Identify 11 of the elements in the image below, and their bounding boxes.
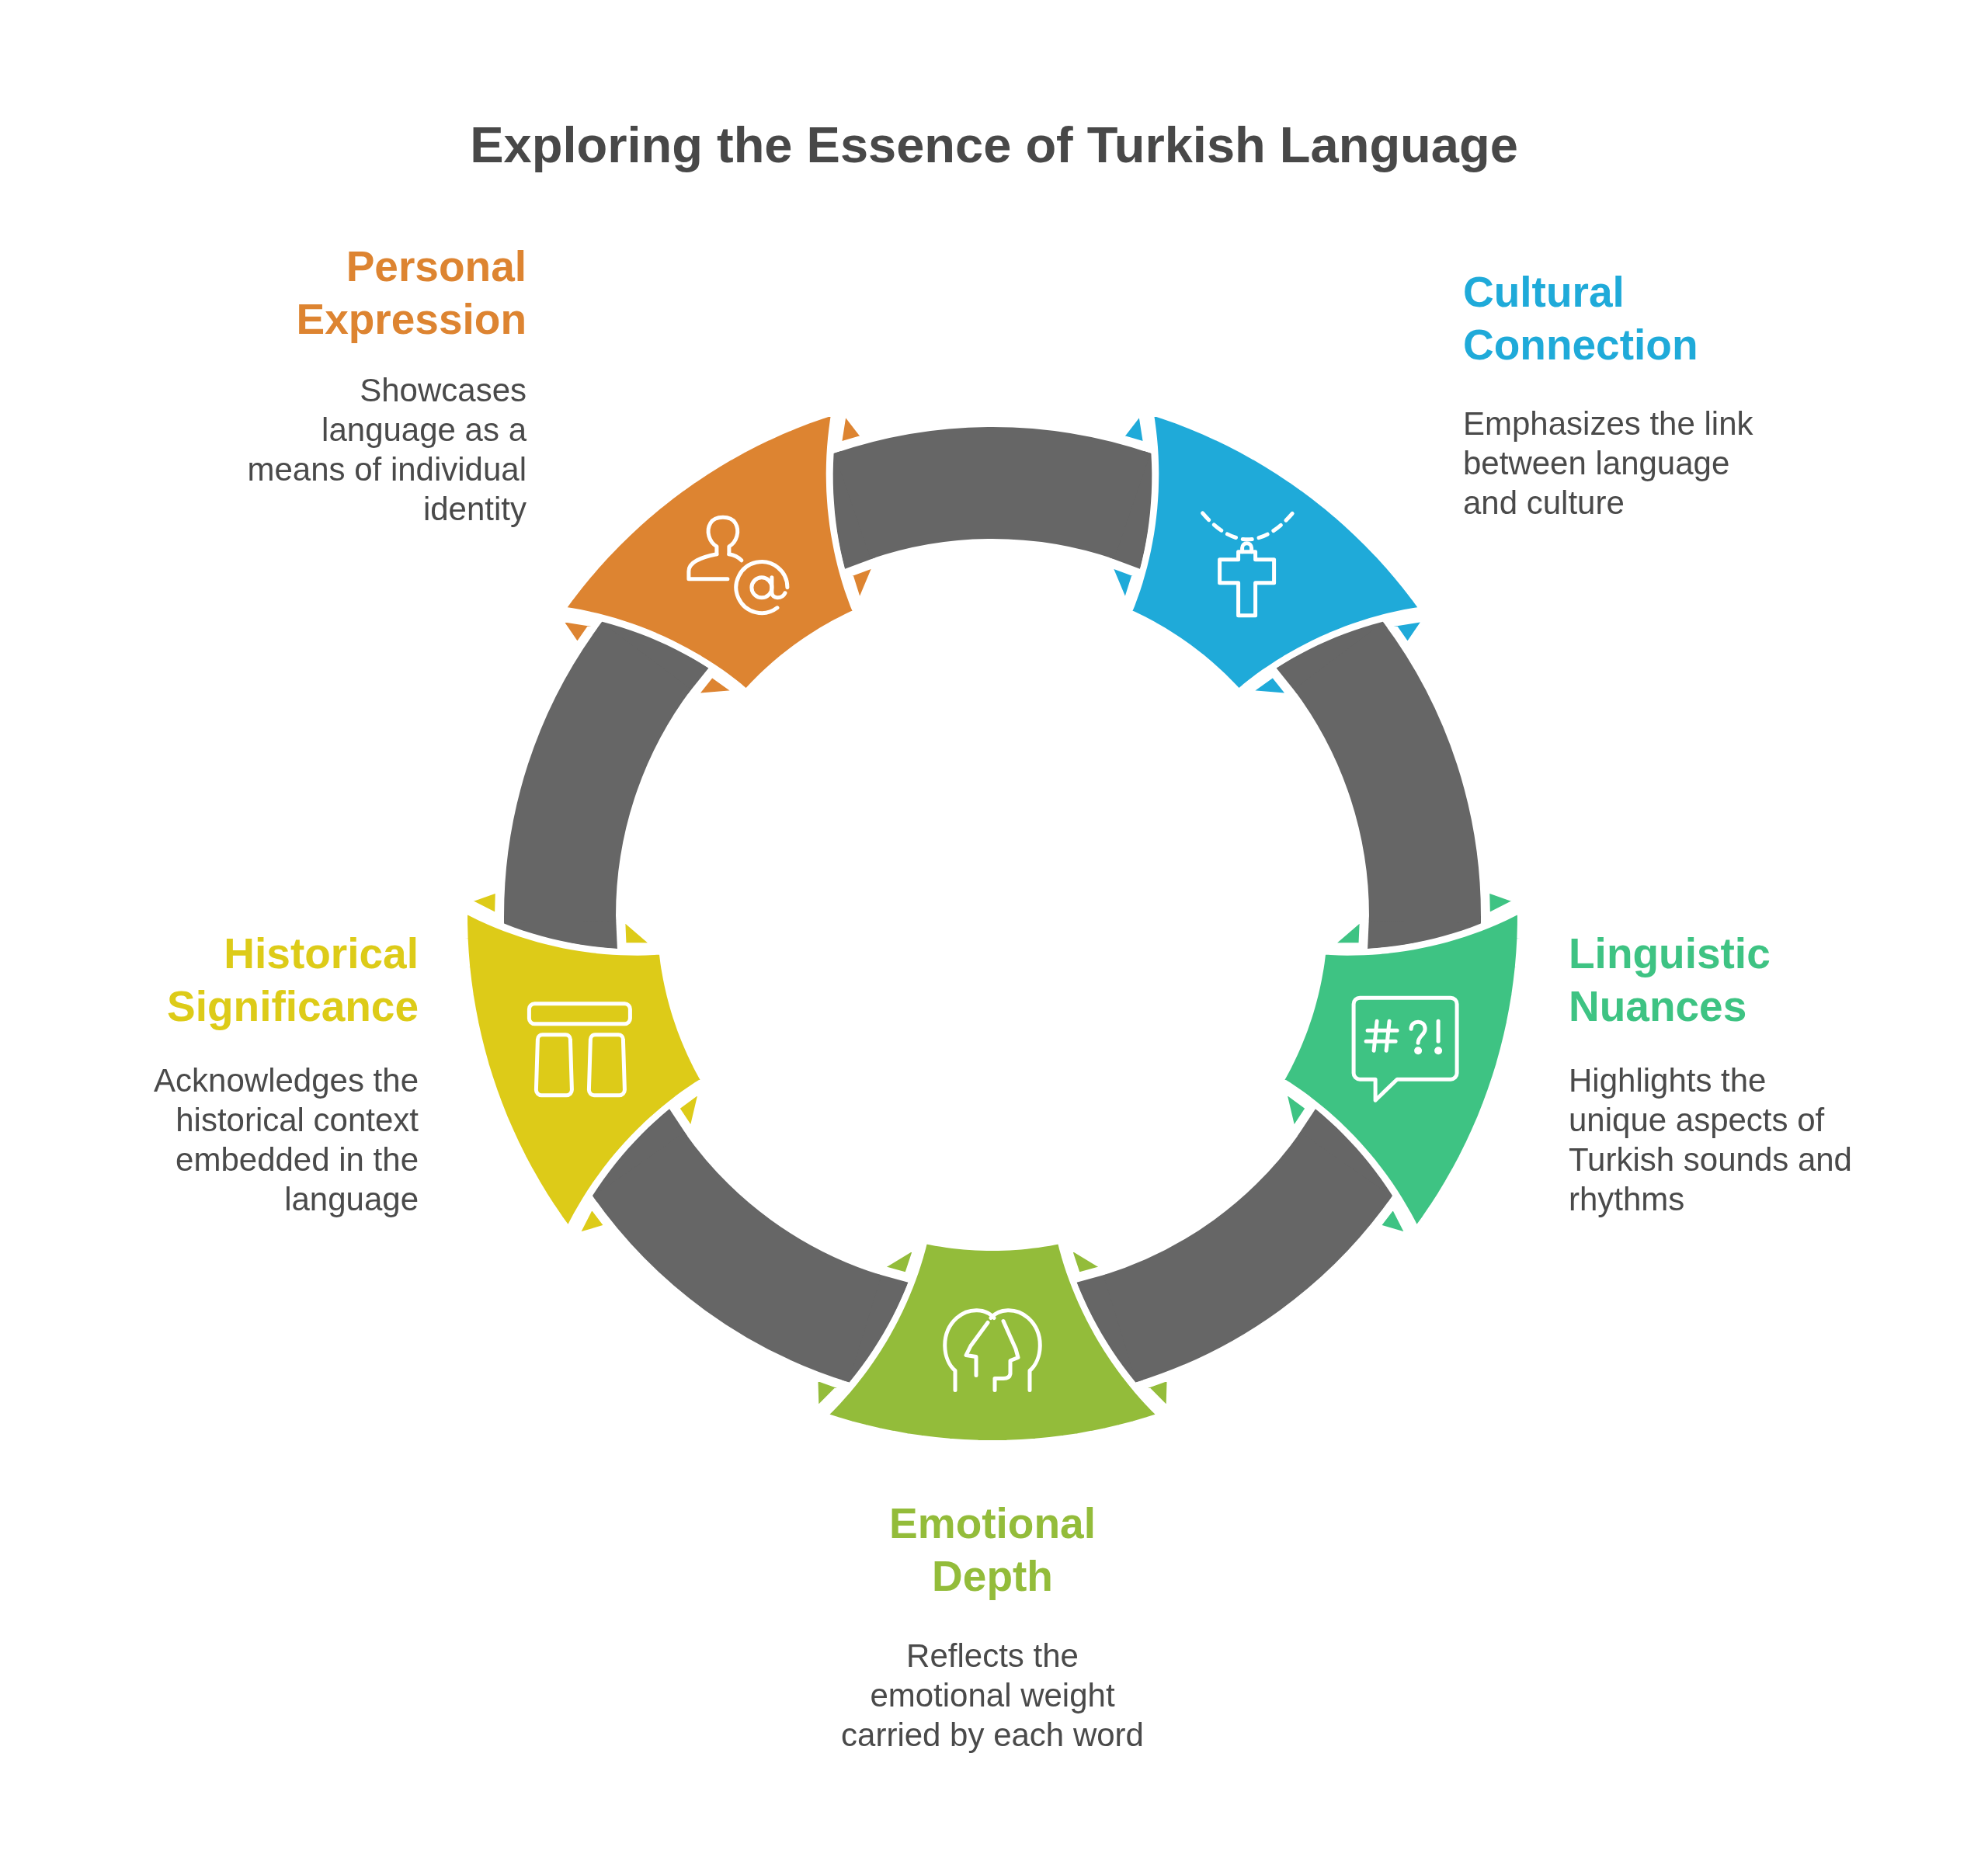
section-heading: Historical Significance — [166, 929, 419, 1032]
description-text: Reflects the emotional weight carried by each word — [840, 1637, 1145, 1755]
section-heading: Personal Expression — [295, 241, 527, 345]
description-text: Acknowledges the historical context embedded in the language — [153, 1061, 419, 1219]
section-heading: Linguistic Nuances — [1569, 929, 1771, 1032]
section-heading: Cultural Connection — [1463, 267, 1699, 370]
description-text: Highlights the unique aspects of Turkish sounds and rhythms — [1569, 1061, 1853, 1219]
description-text: Showcases language as a means of individual identity — [246, 371, 527, 529]
description-text: Emphasizes the link between language and culture — [1463, 405, 1754, 523]
section-heading: Emotional Depth — [888, 1498, 1097, 1602]
diagram-title: Exploring the Essence of Turkish Language — [469, 116, 1519, 175]
